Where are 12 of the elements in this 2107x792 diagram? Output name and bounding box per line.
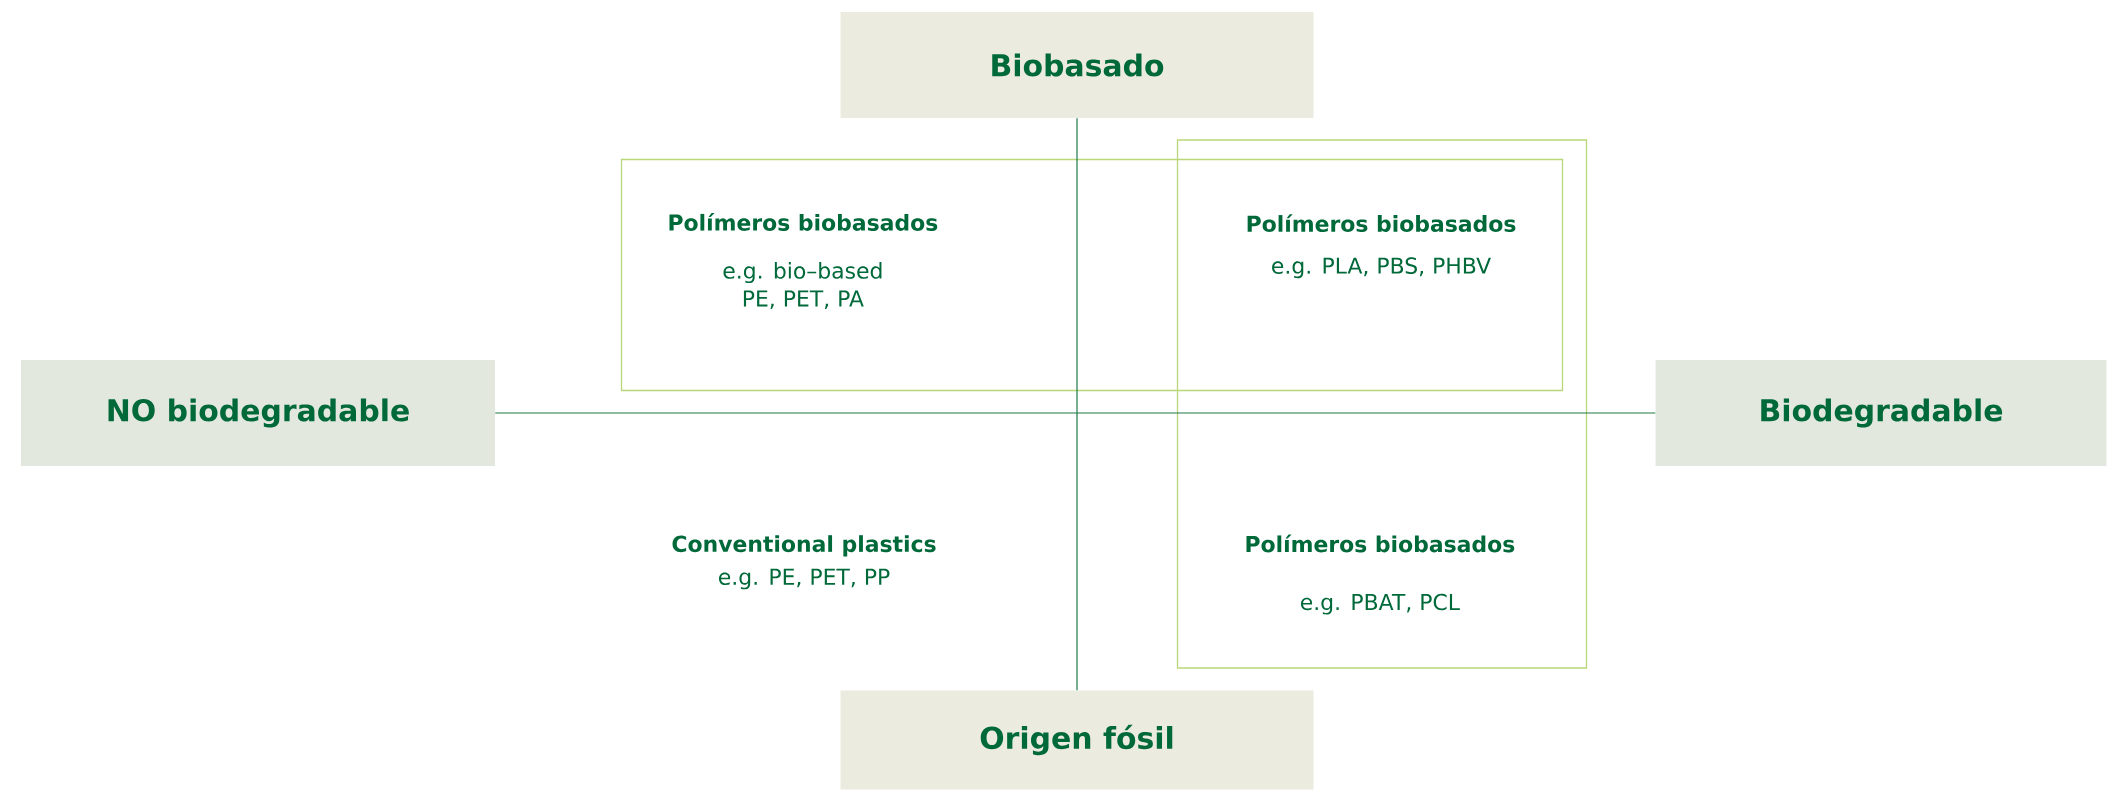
axis-label-box: NO biodegradable — [21, 360, 495, 466]
outline-box — [620, 158, 1564, 392]
outline-box — [1176, 139, 1588, 669]
quadrant-text: Conventional plastics e.g. PE, PET, PP — [672, 535, 936, 590]
axis-line — [1076, 117, 1078, 691]
quadrant-text: Polímeros biobasados e.g. PBAT, PCL — [1246, 534, 1515, 615]
quadrant-text: Polímeros biobasados e.g. bio–based PE, PET, PA — [669, 213, 938, 309]
axis-label-box: Biobasado — [840, 12, 1314, 118]
quadrant-text: Polímeros biobasados e.g. PLA, PBS, PHBV — [1247, 214, 1516, 279]
axis-line — [494, 412, 1656, 414]
axis-label-box: Origen fósil — [840, 690, 1314, 790]
axis-label-box: Biodegradable — [1655, 360, 2107, 466]
